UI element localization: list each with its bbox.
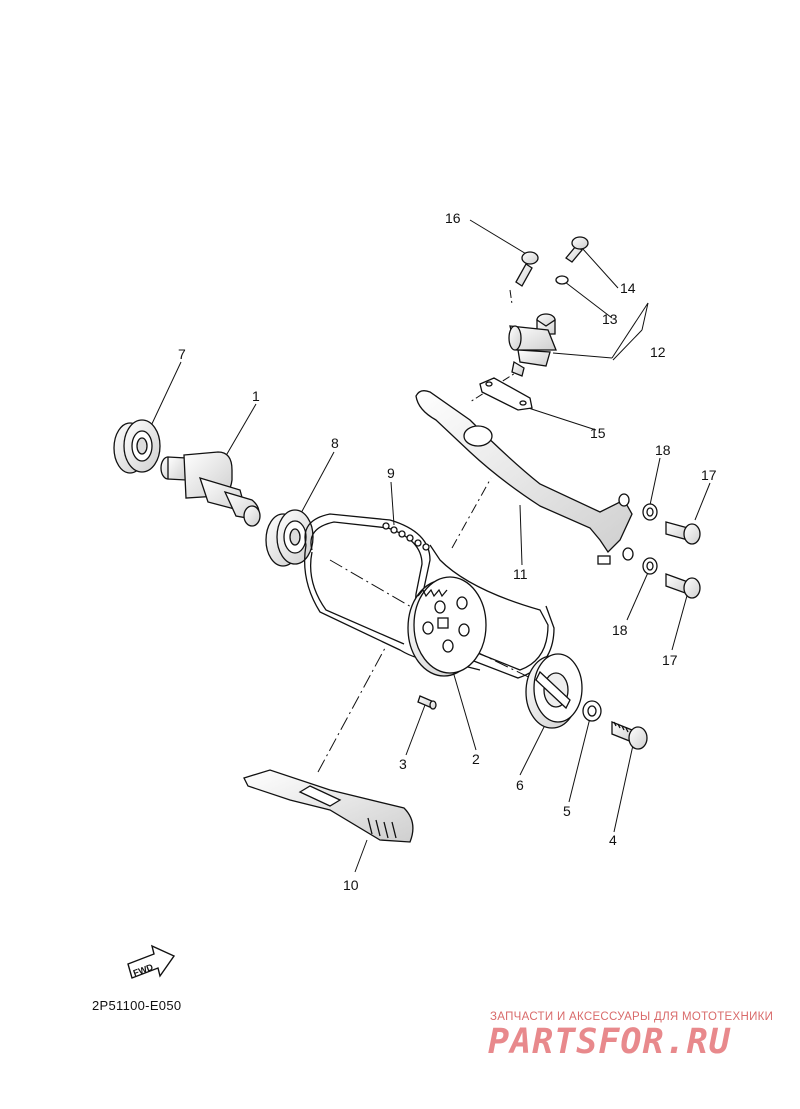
watermark-tagline: ЗАПЧАСТИ И АКСЕССУАРЫ ДЛЯ МОТОТЕХНИКИ (490, 1011, 774, 1023)
washer-18-lower (642, 557, 658, 575)
callout-4: 4 (609, 832, 617, 848)
decompression-plate-6 (525, 653, 583, 729)
bolt-4 (611, 721, 648, 750)
callout-11: 11 (513, 566, 528, 582)
callout-16: 16 (445, 210, 461, 226)
callout-13: 13 (602, 311, 618, 327)
callout-17-upper: 17 (701, 467, 717, 483)
callout-7: 7 (178, 346, 186, 362)
watermark-brand: PARTSFOR.RU (488, 1022, 731, 1062)
washer-5 (582, 700, 602, 722)
callout-labels: 7 1 8 9 3 2 6 5 4 10 11 18 18 17 17 15 1… (178, 210, 717, 893)
washer-18-upper (642, 503, 658, 521)
diagram-code: 2P51100-E050 (92, 998, 182, 1013)
callout-1: 1 (252, 388, 260, 404)
callout-18-upper: 18 (655, 442, 671, 458)
bolt-16 (515, 251, 539, 287)
dowel-pin-3 (417, 695, 437, 710)
callout-14: 14 (620, 280, 636, 296)
tensioner-assembly-12 (508, 313, 557, 377)
callout-8: 8 (331, 435, 339, 451)
o-ring-13 (555, 275, 569, 285)
callout-6: 6 (516, 777, 524, 793)
bearing-7 (113, 419, 161, 474)
cam-sprocket-2 (407, 576, 487, 677)
callout-3: 3 (399, 756, 407, 772)
callout-17-lower: 17 (662, 652, 678, 668)
leader-lines (149, 219, 711, 873)
bolt-17-lower (665, 573, 701, 599)
callout-15: 15 (590, 425, 606, 441)
chain-guide-10 (243, 769, 414, 843)
bolt-17-upper (665, 521, 701, 545)
fwd-arrow-icon: FWD (127, 944, 176, 979)
bolt-14 (565, 236, 589, 263)
callout-9: 9 (387, 465, 395, 481)
callout-2: 2 (472, 751, 480, 767)
callout-12: 12 (650, 344, 666, 360)
gasket-15 (479, 377, 533, 411)
callout-18-lower: 18 (612, 622, 628, 638)
camshaft-1 (160, 451, 261, 527)
callout-10: 10 (343, 877, 359, 893)
tensioner-arm-11 (415, 390, 634, 565)
bearing-8 (265, 509, 314, 567)
callout-5: 5 (563, 803, 571, 819)
